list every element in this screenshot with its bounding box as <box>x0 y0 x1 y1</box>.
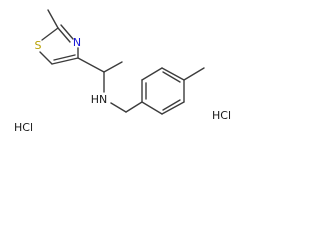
structure-diagram: S N HN HCl HCl <box>14 9 231 134</box>
side-chain <box>77 57 143 113</box>
bond-s1-c5 <box>39 51 53 65</box>
hcl-label-left: HCl <box>14 121 33 134</box>
bond-c5-c4-double <box>53 54 76 61</box>
thiazole-nitrogen-label: N <box>73 36 81 49</box>
bond-ch-methyl <box>103 61 123 73</box>
benzene-ring <box>141 67 205 115</box>
bond-ar2-ar3 <box>141 67 163 81</box>
amine-nh-label: HN <box>91 93 108 106</box>
sulfur-atom-label: S <box>35 39 42 52</box>
bond-ch2-aryl <box>125 101 143 113</box>
bond-ar5-ar6 <box>161 101 185 115</box>
bond-c2-n3 <box>57 27 71 43</box>
bond-ar3-ar4 <box>161 67 185 81</box>
bond-c4-ch <box>77 57 105 73</box>
bond-methyl-c2 <box>47 9 59 29</box>
bond-ar5-ar6-double <box>162 99 181 111</box>
hcl-label-right: HCl <box>212 109 231 122</box>
thiazole-ring <box>39 9 79 65</box>
bond-ar6-ar1 <box>141 101 163 115</box>
bond-ar3-ar4-double <box>162 71 181 83</box>
bond-ar4-methyl <box>183 67 205 81</box>
bond-c2-n3-double <box>60 24 74 40</box>
bond-c2-s1 <box>41 27 59 41</box>
bond-nh-ch2 <box>110 102 127 113</box>
bond-c5-c4 <box>51 57 79 65</box>
